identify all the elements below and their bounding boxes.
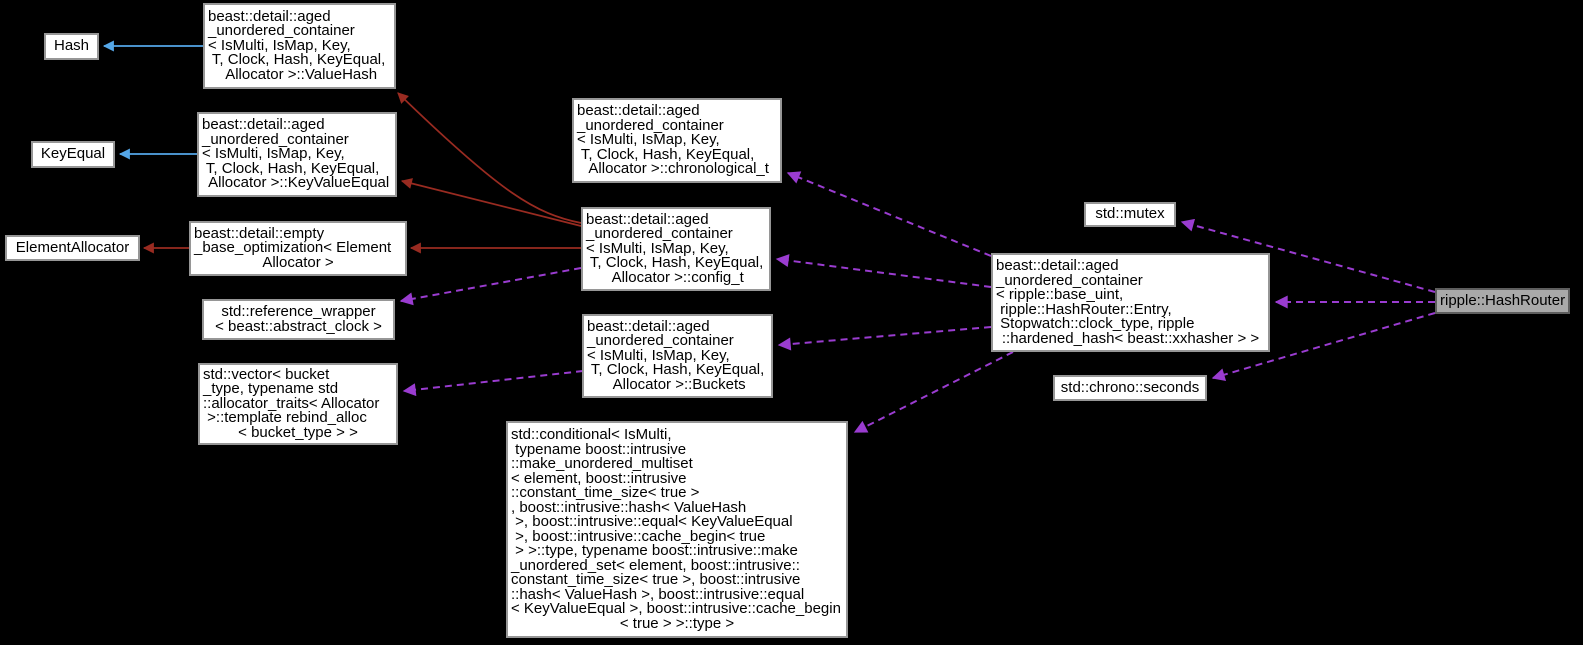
- label-line: < IsMulti, IsMap, Key,: [586, 239, 729, 257]
- label-line: _unordered_container: [202, 130, 349, 148]
- label-line: < element, boost::intrusive: [511, 469, 687, 487]
- label-line: beast::detail::aged: [587, 317, 710, 335]
- node-empty-base-optimization[interactable]: beast::detail::empty _base_optimization<…: [189, 221, 407, 276]
- label-line: T, Clock, Hash, KeyEqual,: [208, 51, 386, 69]
- node-value-hash[interactable]: beast::detail::aged _unordered_container…: [203, 3, 396, 89]
- label-line: < IsMulti, IsMap, Key,: [577, 131, 720, 149]
- label-line: T, Clock, Hash, KeyEqual,: [577, 145, 755, 163]
- node-key-equal[interactable]: KeyEqual: [31, 141, 115, 168]
- label-line: Allocator >::ValueHash: [221, 65, 378, 83]
- node-hash-router: ripple::HashRouter: [1435, 288, 1570, 314]
- label-line: beast::detail::aged: [996, 257, 1119, 274]
- label-line: >::template rebind_alloc: [203, 409, 367, 427]
- label-line: std::chrono::seconds: [1060, 378, 1200, 396]
- label-line: < beast::abstract_clock >: [215, 317, 382, 335]
- node-buckets[interactable]: beast::detail::aged _unordered_container…: [582, 314, 773, 398]
- label-line: std::mutex: [1095, 205, 1165, 223]
- node-chrono-seconds[interactable]: std::chrono::seconds: [1053, 375, 1207, 401]
- edge-config-to-refwrapper: [399, 267, 582, 306]
- node-hash[interactable]: Hash: [44, 33, 99, 60]
- label-line: Hash: [53, 37, 90, 55]
- label-line: beast::detail::empty: [194, 224, 325, 242]
- node-conditional[interactable]: std::conditional< IsMulti, typename boos…: [506, 421, 848, 638]
- label-line: ::hash< ValueHash >, boost::intrusive::e…: [511, 585, 805, 603]
- label-line: >, boost::intrusive::equal< KeyValueEqua…: [511, 513, 793, 530]
- label-line: constant_time_size< true >, boost::intru…: [511, 571, 801, 588]
- label-line: Allocator >::KeyValueEqual: [204, 174, 390, 192]
- edge-agedcontainer-to-config: [775, 254, 992, 288]
- node-bucket-vector[interactable]: std::vector< bucket _type, typename std …: [198, 363, 398, 445]
- label-line: < KeyValueEqual >, boost::intrusive::cac…: [511, 600, 841, 617]
- label-line: std::reference_wrapper: [221, 303, 376, 320]
- label-line: _unordered_container: [208, 22, 355, 40]
- label-line: _unordered_container: [586, 225, 733, 243]
- label-line: < IsMulti, IsMap, Key,: [208, 36, 351, 54]
- label-line: _unordered_set< element, boost::intrusiv…: [511, 556, 800, 574]
- label-line: Allocator >::config_t: [608, 268, 744, 286]
- node-chronological-t[interactable]: beast::detail::aged _unordered_container…: [572, 98, 782, 183]
- label-line: _type, typename std: [203, 380, 339, 398]
- label-line: ::make_unordered_multiset: [511, 455, 693, 472]
- label-line: >, boost::intrusive::cache_begin< true: [511, 527, 766, 545]
- label-line: , boost::intrusive::hash< ValueHash: [511, 498, 747, 516]
- label-line: ripple::HashRouter::Entry,: [996, 300, 1172, 318]
- label-line: _base_optimization< Element: [194, 239, 392, 257]
- label-line: beast::detail::aged: [208, 7, 331, 25]
- label-line: > >::type, typename boost::intrusive::ma…: [511, 542, 798, 559]
- label-line: < IsMulti, IsMap, Key,: [587, 346, 730, 364]
- label-line: < ripple::base_uint,: [996, 286, 1124, 303]
- label-line: < true > >::type >: [619, 614, 735, 632]
- label-line: _unordered_container: [587, 332, 734, 350]
- edge-config-to-keyvalueequal: [400, 178, 582, 227]
- label-line: beast::detail::aged: [586, 210, 709, 228]
- label-line: Stopwatch::clock_type, ripple: [996, 315, 1195, 332]
- label-line: Allocator >::Buckets: [609, 375, 746, 393]
- label-line: < bucket_type > >: [238, 423, 358, 441]
- edge-agedcontainer-to-chronological: [786, 171, 992, 257]
- edge-agedcontainer-to-buckets: [777, 326, 992, 351]
- label-line: ::constant_time_size< true >: [511, 484, 700, 501]
- label-line: std::vector< bucket: [203, 365, 330, 383]
- label-line: Allocator >::chronological_t: [585, 160, 769, 178]
- edge-agedcontainer-to-conditional: [853, 351, 1014, 433]
- edge-buckets-to-vector: [402, 370, 584, 397]
- label-line: Allocator >: [262, 253, 334, 271]
- label-line: _unordered_container: [577, 116, 724, 134]
- label-line: < IsMulti, IsMap, Key,: [202, 145, 345, 163]
- label-line: KeyEqual: [40, 145, 106, 163]
- node-mutex[interactable]: std::mutex: [1084, 202, 1176, 227]
- label-line: ::allocator_traits< Allocator: [203, 394, 380, 412]
- label-line: ::hardened_hash< beast::xxhasher > >: [1001, 329, 1260, 347]
- label-line: beast::detail::aged: [202, 116, 325, 134]
- node-element-allocator[interactable]: ElementAllocator: [5, 235, 140, 261]
- label-line: beast::detail::aged: [577, 102, 700, 120]
- label-line: ripple::HashRouter: [1440, 291, 1566, 309]
- label-line: typename boost::intrusive: [511, 440, 687, 458]
- label-line: T, Clock, Hash, KeyEqual,: [202, 159, 380, 177]
- label-line: T, Clock, Hash, KeyEqual,: [586, 254, 764, 272]
- edge-hashrouter-to-mutex: [1180, 218, 1436, 293]
- label-line: ElementAllocator: [15, 238, 130, 256]
- label-line: _unordered_container: [996, 271, 1143, 289]
- node-aged-container-ripple[interactable]: beast::detail::aged _unordered_container…: [991, 253, 1270, 352]
- node-reference-wrapper[interactable]: std::reference_wrapper < beast::abstract…: [202, 299, 395, 340]
- edge-config-to-valuehash: [397, 92, 582, 224]
- node-key-value-equal[interactable]: beast::detail::aged _unordered_container…: [197, 112, 397, 197]
- edge-hashrouter-to-seconds: [1211, 312, 1436, 381]
- node-config-t[interactable]: beast::detail::aged _unordered_container…: [581, 207, 771, 291]
- label-line: T, Clock, Hash, KeyEqual,: [587, 361, 765, 379]
- label-line: std::conditional< IsMulti,: [511, 426, 672, 443]
